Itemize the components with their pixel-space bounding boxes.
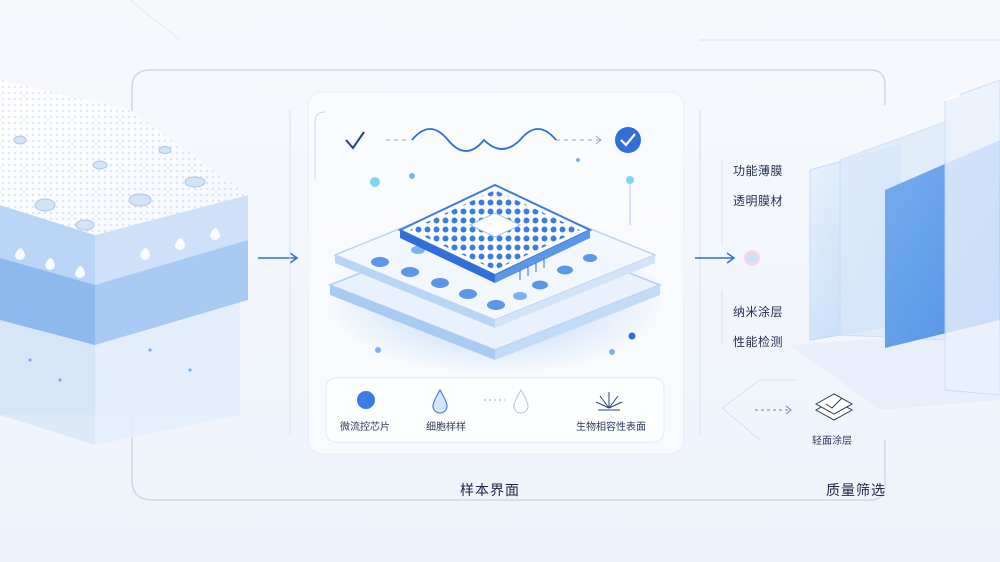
legend-card — [325, 377, 665, 443]
glass-sheets-illustration — [790, 79, 1000, 410]
verified-check-icon — [615, 127, 641, 153]
microchip-illustration — [397, 183, 593, 283]
white-droplet-icon — [513, 389, 529, 414]
legend-label-biocompatible-surface: 生物相容性表面 — [576, 422, 646, 433]
label-light-coating: 轻面涂层 — [812, 436, 852, 447]
right-panel-title: 质量筛选 — [826, 483, 886, 499]
droplet-icon — [432, 389, 448, 414]
label-nano-coating: 纳米涂层 — [733, 305, 784, 319]
label-functional-film: 功能薄膜 — [733, 164, 784, 178]
arrow-right-icon — [258, 252, 299, 264]
legend-label-microfluidic-chip: 微流控芯片 — [340, 422, 390, 433]
signal-wave — [345, 127, 641, 153]
center-panel-title: 样本界面 — [460, 483, 520, 499]
check-icon — [345, 131, 365, 150]
layer-stack-icon — [814, 393, 854, 421]
label-transparent-membrane: 透明膜材 — [733, 194, 784, 208]
arrow-right-icon-2 — [695, 252, 736, 264]
layered-material-illustration — [0, 80, 248, 445]
sparkle-surface-icon — [595, 392, 623, 411]
label-performance-test: 性能检测 — [733, 335, 784, 349]
blue-dot-icon — [357, 391, 375, 409]
legend-label-cell-sample: 细胞样样 — [426, 422, 466, 433]
